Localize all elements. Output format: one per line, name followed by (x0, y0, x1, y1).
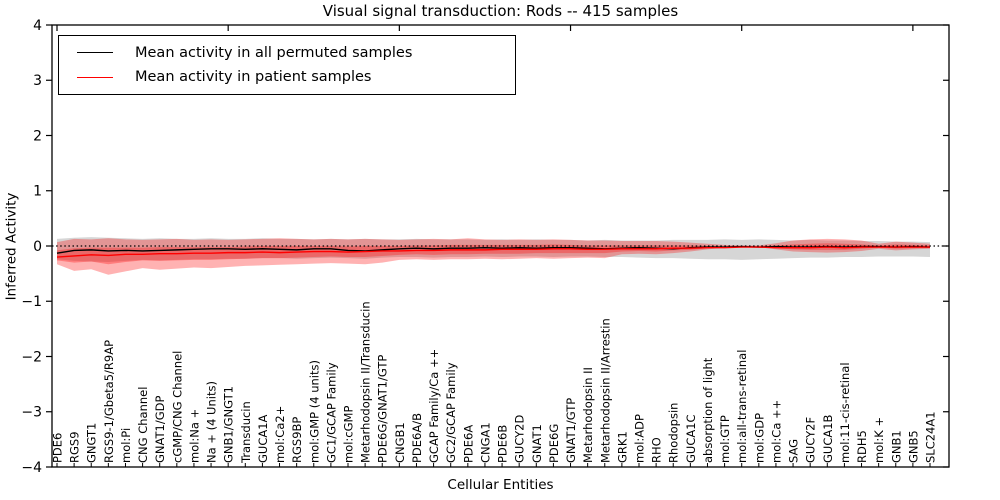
x-category-label-gc2-gcap-family: GC2/GCAP Family (444, 362, 458, 463)
x-category-label-pde6g: PDE6G (547, 424, 561, 463)
y-tick-label: 1 (33, 184, 42, 200)
x-category-label-pde6a: PDE6A (461, 425, 475, 463)
legend-label-permuted: Mean activity in all permuted samples (135, 44, 413, 61)
x-category-label-gnb5: GNB5 (906, 430, 920, 463)
x-category-label-mol-ca2: mol:Ca2+ (273, 406, 287, 463)
x-category-label-gnat1: GNAT1 (530, 424, 544, 463)
x-category-label-mol-gtp: mol:GTP (718, 415, 732, 463)
x-category-label-mol-adp: mol:ADP (633, 414, 647, 463)
y-tick-label: −3 (21, 405, 42, 421)
y-tick-label: −2 (21, 349, 42, 365)
x-category-label-cng-channel: CNG Channel (136, 387, 150, 463)
x-category-label-gnb1: GNB1 (889, 430, 903, 463)
x-category-label-na-4-units: Na + (4 Units) (205, 381, 219, 463)
x-category-label-gnat1-gdp: GNAT1/GDP (153, 396, 167, 463)
x-axis-title: Cellular Entities (447, 477, 554, 493)
legend-item-permuted: Mean activity in all permuted samples (59, 45, 515, 61)
y-tick-label: 0 (33, 239, 42, 255)
x-category-label-guca1c: GUCA1C (684, 414, 698, 463)
x-category-label-mol-11-cis-retinal: mol:11-cis-retinal (838, 362, 852, 463)
x-category-label-rdh5: RDH5 (855, 430, 869, 463)
x-category-label-transducin: Transducin (239, 401, 253, 464)
x-category-label-mol-cgmp: mol:cGMP (342, 406, 356, 463)
x-category-label-guca1b: GUCA1B (821, 414, 835, 463)
x-category-label-absorption-of-light: absorption of light (701, 357, 715, 463)
x-category-label-rhodopsin: Rhodopsin (667, 403, 681, 463)
x-category-label-mol-gdp: mol:GDP (752, 413, 766, 463)
x-category-label-mol-na: mol:Na + (187, 409, 201, 463)
x-category-label-metarhodopsin-ii: Metarhodopsin II (581, 367, 595, 463)
x-category-label-mol-ca: mol:Ca ++ (769, 400, 783, 463)
x-category-label-gc1-gcap-family: GC1/GCAP Family (324, 362, 338, 463)
x-category-label-rgs9: RGS9 (68, 431, 82, 463)
permuted-line-swatch-icon (77, 52, 113, 54)
y-tick-label: −1 (21, 294, 42, 310)
x-category-label-guca1a: GUCA1A (256, 414, 270, 463)
chart-title: Visual signal transduction: Rods -- 415 … (322, 2, 679, 20)
x-category-label-cngb1: CNGB1 (393, 422, 407, 463)
y-tick-label: 2 (33, 128, 42, 144)
x-category-label-pde6b: PDE6B (496, 425, 510, 463)
y-tick-label: −4 (21, 460, 42, 476)
patient-line-swatch-icon (77, 76, 113, 78)
x-category-label-gnb1-gngt1: GNB1/GNGT1 (222, 386, 236, 463)
x-category-label-rgs9-1-gbeta5-r9ap: RGS9-1/Gbeta5/R9AP (102, 340, 116, 463)
x-category-label-mol-all-trans-retinal: mol:all-trans-retinal (735, 350, 749, 463)
y-axis-title: Inferred Activity (3, 192, 20, 301)
y-tick-label: 3 (33, 73, 42, 89)
x-category-label-gucy2f: GUCY2F (804, 417, 818, 463)
x-category-label-rho: RHO (650, 437, 664, 463)
x-category-label-metarhodopsin-ii-transducin: Metarhodopsin II/Transducin (359, 301, 373, 463)
legend-item-patient: Mean activity in patient samples (59, 69, 515, 85)
x-category-label-cgmp-cng-channel: cGMP/CNG Channel (170, 351, 184, 463)
x-category-label-slc24a1: SLC24A1 (924, 411, 938, 463)
x-category-label-mol-k: mol:K + (872, 417, 886, 463)
x-category-label-sag: SAG (787, 439, 801, 463)
x-category-label-pde6g-gnat1-gtp: PDE6G/GNAT1/GTP (376, 355, 390, 463)
x-category-label-rgs9bp: RGS9BP (290, 417, 304, 463)
series-line-mean-activity-in-all-permuted-samples (56, 245, 931, 254)
x-category-label-mol-pi: mol:Pi (119, 428, 133, 463)
x-category-label-mol-gmp-4-units: mol:GMP (4 units) (307, 360, 321, 463)
x-category-label-gngt1: GNGT1 (85, 423, 99, 463)
x-category-label-pde6a-b: PDE6A/B (410, 413, 424, 463)
series-line-mean-activity-in-patient-samples (56, 246, 930, 258)
legend: Mean activity in all permuted samples Me… (58, 35, 516, 95)
x-category-label-gucy2d: GUCY2D (513, 415, 527, 463)
y-tick-label: 4 (33, 18, 42, 34)
x-category-label-gnat1-gtp: GNAT1/GTP (564, 398, 578, 463)
x-category-label-grk1: GRK1 (615, 431, 629, 463)
x-category-label-pde6: PDE6 (51, 433, 65, 463)
x-category-label-metarhodopsin-ii-arrestin: Metarhodopsin II/Arrestin (598, 318, 612, 463)
legend-label-patient: Mean activity in patient samples (135, 69, 372, 86)
x-category-label-gcap-family-ca: GCAP Family/Ca ++ (427, 349, 441, 463)
x-category-label-cnga1: CNGA1 (478, 422, 492, 463)
